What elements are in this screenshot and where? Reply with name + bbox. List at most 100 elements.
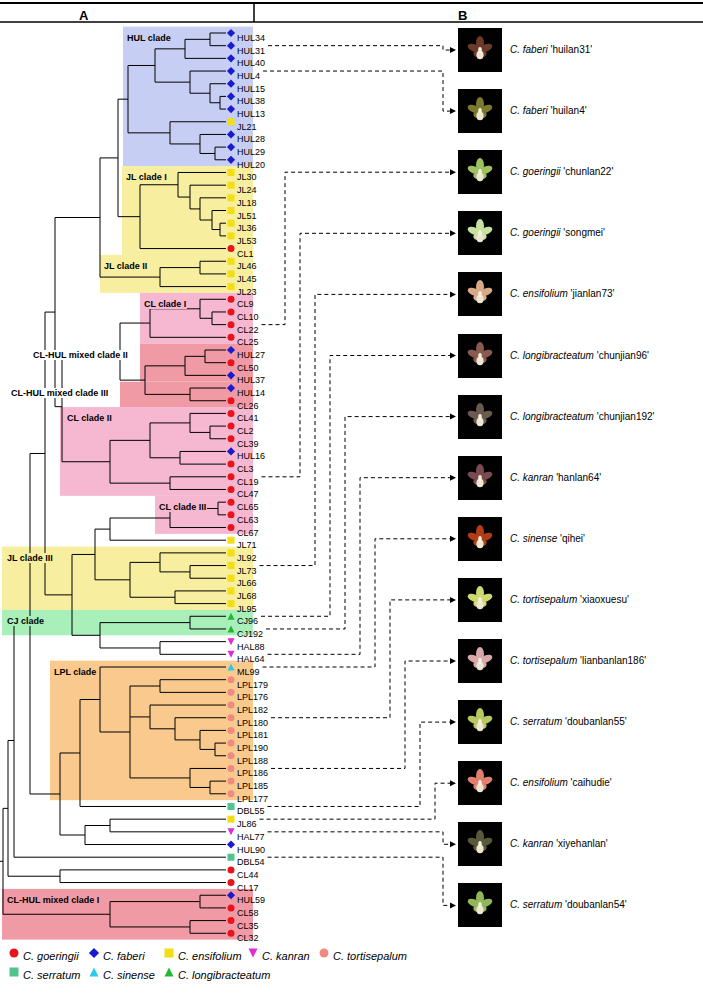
tree-branch [3, 914, 110, 915]
photo-node: C. serratum 'doubanlan54' [458, 883, 627, 927]
tree-branch [170, 143, 200, 144]
tip-label: CL3 [237, 464, 254, 474]
tree-branch [100, 731, 130, 732]
photo-caption: C. goeringii 'chunlan22' [510, 166, 613, 178]
tip-marker [227, 156, 235, 164]
legend-swatch [8, 966, 20, 978]
photo-caption: C. longibracteatum 'chunjian96' [510, 350, 649, 362]
tip-label: HUL27 [237, 350, 265, 360]
tree-branch [150, 728, 175, 729]
band-layer [2, 27, 253, 940]
tip-marker [228, 220, 235, 227]
photo-caption: C. kanran 'hanlan64' [510, 472, 601, 484]
tip-marker [228, 866, 235, 873]
tree-branch [190, 578, 226, 579]
leader-line [268, 857, 451, 905]
panel-letter-holder: B [458, 6, 467, 24]
tip-marker [228, 575, 235, 582]
photo-node: C. ensifolium 'jianlan73' [458, 272, 614, 316]
clade-label-holder: CL-HUL mixed clade III [10, 382, 109, 400]
photo-caption: C. goeringii 'songmei' [510, 227, 605, 239]
photo-ground [458, 395, 502, 439]
flower-column [478, 597, 482, 603]
tree-branch [110, 540, 226, 541]
photo-ground [458, 334, 502, 378]
tip-marker [228, 232, 235, 239]
tree-branch [120, 323, 150, 324]
tree-branch [3, 808, 8, 809]
tree-branch [210, 426, 226, 427]
tree-branch [190, 565, 226, 566]
tree-branch [0, 861, 3, 862]
clade-label: CL clade I [143, 299, 187, 309]
tip-label: HUL13 [237, 109, 265, 119]
photo-caption: C. serratum 'doubanlan55' [510, 716, 627, 728]
tree-branch [85, 844, 226, 845]
tree-branch [30, 793, 60, 794]
tip-label: HUL29 [237, 147, 265, 157]
tree-branch [8, 740, 14, 741]
tip-label: HUL90 [237, 845, 265, 855]
tip-label: HUL14 [237, 388, 265, 398]
legend-marker [320, 949, 329, 958]
clade-band [120, 382, 253, 407]
tip-marker [228, 194, 235, 201]
tree-branch [140, 184, 178, 185]
tip-marker [228, 359, 235, 366]
tip-label: HUL37 [237, 375, 265, 385]
leader-arrowhead [450, 536, 456, 542]
tree-branch [210, 781, 226, 782]
clade-label-holder: CL clade I [143, 293, 187, 311]
flower-photo [458, 761, 502, 805]
tree-branch [190, 185, 226, 186]
clade-band: JL clade II [100, 255, 253, 293]
photo-ground [458, 700, 502, 744]
photo-node: C. kanran 'hanlan64' [458, 456, 601, 500]
photo-ground [458, 761, 502, 805]
tree-branch [160, 641, 226, 642]
flower-petal [479, 531, 494, 542]
tip-label: CL50 [237, 363, 259, 373]
flower-petal [467, 409, 482, 420]
tree-branch [160, 571, 190, 572]
tree-branch [60, 752, 80, 753]
leader-line [268, 46, 451, 50]
tree-branch [160, 552, 226, 553]
tip-label: CL32 [237, 933, 259, 943]
tip-marker [228, 308, 235, 315]
tree-branch [130, 686, 160, 687]
tip-label: CL9 [237, 299, 254, 309]
tree-branch [45, 312, 55, 313]
tree-branch [180, 464, 226, 465]
flower-petal [467, 164, 482, 175]
tree-branch [80, 806, 226, 807]
tip-label: JL86 [237, 819, 257, 829]
tree-branch [14, 857, 226, 858]
flower-petal [479, 42, 494, 53]
tip-label: CL39 [237, 439, 259, 449]
tree-branch [110, 518, 170, 519]
tree-branch [130, 562, 160, 563]
legend-holder: C. longibracteatum [178, 965, 270, 983]
tip-label: JL53 [237, 236, 257, 246]
tree-branch [155, 48, 185, 49]
tip-marker [228, 118, 235, 125]
photo-caption: C. sinense 'qihei' [510, 533, 585, 545]
photo-ground [458, 150, 502, 194]
tip-label: HUL59 [237, 895, 265, 905]
leader-line [268, 832, 451, 844]
legend-marker [89, 948, 99, 958]
tree-branch [170, 121, 226, 122]
tree-branch [62, 461, 110, 462]
header-rule [0, 21, 703, 23]
flower-petal [467, 836, 482, 847]
clade-band [122, 166, 253, 255]
tree-branch [200, 197, 226, 198]
leader-arrowhead [450, 230, 456, 236]
clade-label-holder: HUL clade [126, 27, 172, 45]
tip-marker [228, 651, 235, 658]
tip-label: LPL181 [237, 730, 268, 740]
tree-branch [72, 635, 100, 636]
photo-node: C. kanran 'xiyehanlan' [458, 822, 608, 866]
flower-petal [467, 653, 482, 664]
